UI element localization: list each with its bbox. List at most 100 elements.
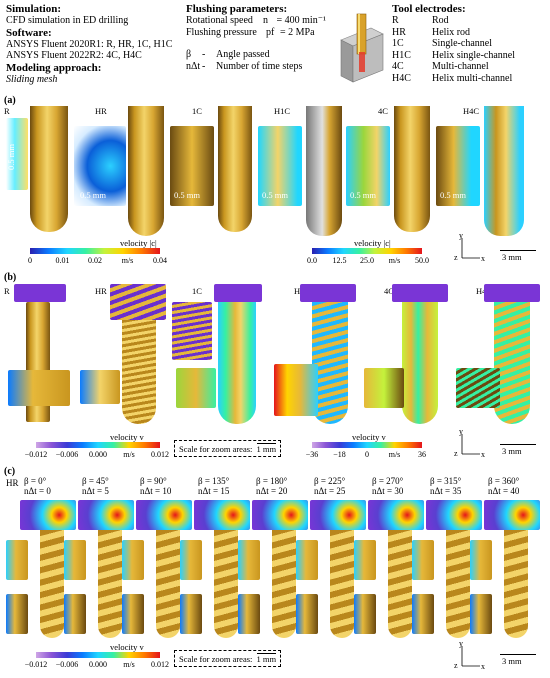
electrode-image (122, 320, 156, 424)
scale-label: 0.5 mm (6, 144, 16, 170)
tool-label: H1C (274, 106, 291, 116)
scale-bar-label: 3 mm (502, 656, 522, 666)
time-step-column (180, 500, 250, 640)
svg-text:y: y (459, 428, 463, 436)
step-label: β = 0°nΔt = 0 (24, 476, 51, 496)
zoom-image (238, 594, 260, 634)
colorbar (36, 442, 160, 448)
zoom-image (176, 368, 216, 408)
zoom-image (436, 126, 480, 206)
flow-inlet (214, 284, 262, 302)
electrode-image (484, 106, 524, 236)
colorbar-ticks: −0.012 −0.006 0.000 m/s 0.012 (24, 450, 169, 459)
step-label: β = 135°nΔt = 15 (198, 476, 230, 496)
electrode-illustration (340, 13, 384, 83)
electrode-image (504, 530, 528, 638)
tool-label: R (4, 106, 10, 116)
zoom-image (122, 594, 144, 634)
axes-icon: y x z (454, 232, 485, 263)
scale-bar (500, 654, 536, 655)
zoom-image (180, 540, 202, 580)
electrode-image (312, 302, 348, 424)
zoom-image (412, 540, 434, 580)
panel-b-label: (b) (4, 272, 17, 283)
scale-label: 0.5 mm (440, 190, 466, 200)
tool-label: 4C (378, 106, 388, 116)
software-line: ANSYS Fluent 2020R1: R, HR, 1C, H1C (6, 38, 173, 50)
flow-inlet (368, 500, 424, 530)
scale-bar-label: 3 mm (502, 446, 522, 456)
colorbar-title: velocity v (110, 642, 144, 652)
symbol-row: β - Angle passed (186, 49, 270, 60)
svg-text:x: x (481, 662, 485, 671)
zoom-image (170, 126, 214, 206)
colorbar (312, 248, 422, 254)
electrode-image (218, 106, 252, 232)
electrode-image (156, 530, 180, 638)
simulation-title: Simulation: (6, 3, 62, 15)
time-step-column (470, 500, 540, 640)
flow-inlet (136, 500, 192, 530)
svg-text:x: x (481, 450, 485, 459)
flow-inlet (426, 500, 482, 530)
zoom-image (470, 594, 492, 634)
panel-c-images (0, 500, 550, 640)
zoom-image (296, 540, 318, 580)
step-label: β = 90°nΔt = 10 (140, 476, 172, 496)
flushing-title: Flushing parameters: (186, 3, 288, 15)
electrode-image (306, 106, 342, 236)
scale-bar-label: 3 mm (502, 252, 522, 262)
tool-label: R (4, 286, 10, 296)
zoom-image (80, 370, 120, 404)
tool-label: HR (95, 286, 107, 296)
time-step-column (238, 500, 308, 640)
time-steps: β = 0°nΔt = 0 β = 45°nΔt = 5 β = 90°nΔt … (24, 476, 548, 498)
zoom-image (64, 594, 86, 634)
step-label: β = 360°nΔt = 40 (488, 476, 520, 496)
time-step-column (296, 500, 366, 640)
zoom-image (274, 364, 318, 416)
scale-bar (500, 250, 536, 251)
flow-inlet (20, 500, 76, 530)
flow-inlet (300, 284, 356, 302)
electrode-image (40, 530, 64, 638)
zoom-image (6, 540, 28, 580)
electrode-image (394, 106, 430, 232)
zoom-image (122, 540, 144, 580)
software-title: Software: (6, 26, 52, 39)
flow-inlet (14, 284, 66, 302)
panel-a-label: (a) (4, 95, 16, 106)
colorbar-title: velocity v (110, 432, 144, 442)
electrode-image (30, 106, 68, 232)
colorbar (36, 652, 160, 658)
colorbar-title: velocity |c| (354, 238, 391, 248)
scale-label: 0.5 mm (350, 190, 376, 200)
tool-label: H4C (463, 106, 480, 116)
zoom-image (296, 594, 318, 634)
zoom-image (172, 302, 212, 360)
step-label: β = 225°nΔt = 25 (314, 476, 346, 496)
tool-label: HR (95, 106, 107, 116)
simulation-text: CFD simulation in ED drilling (6, 15, 129, 26)
flow-inlet (78, 500, 134, 530)
panel-c-label: (c) (4, 466, 16, 477)
svg-text:y: y (459, 232, 463, 240)
svg-text:z: z (454, 253, 458, 262)
step-label: β = 45°nΔt = 5 (82, 476, 109, 496)
zoom-image (364, 368, 404, 408)
step-label: β = 315°nΔt = 35 (430, 476, 462, 496)
flow-inlet (484, 500, 540, 530)
tool-label: 4C (384, 286, 394, 296)
time-step-column (122, 500, 192, 640)
electrode-image (214, 530, 238, 638)
scale-label: 0.5 mm (174, 190, 200, 200)
zoom-image (456, 368, 500, 408)
electrode-image (494, 302, 530, 424)
time-step-column (412, 500, 482, 640)
axes-icon: y x z (454, 428, 485, 459)
zoom-image (412, 594, 434, 634)
step-label: β = 270°nΔt = 30 (372, 476, 404, 496)
